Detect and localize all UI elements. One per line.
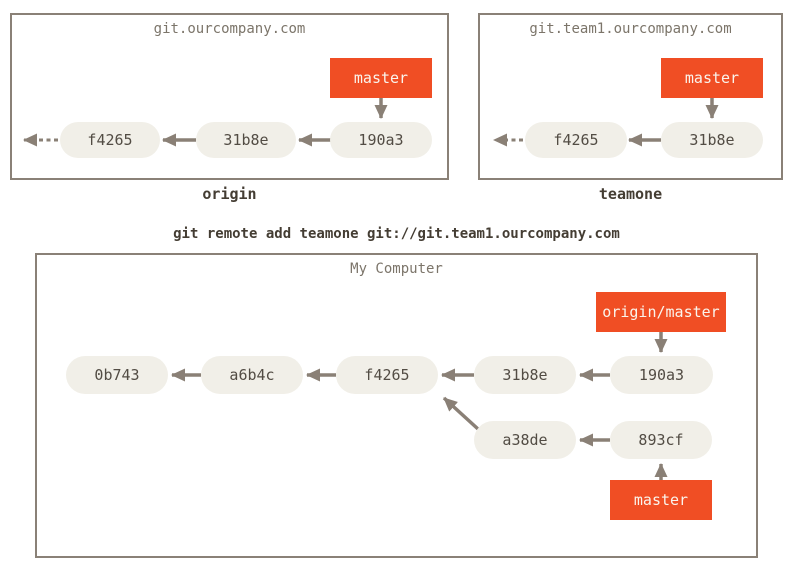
remote-branch-label-origin-master: origin/master	[596, 292, 726, 332]
commit-node: 0b743	[66, 356, 168, 394]
branch-label-master: master	[610, 480, 712, 520]
commit-node: 190a3	[330, 122, 432, 158]
commit-node: 31b8e	[196, 122, 296, 158]
branch-label-master: master	[330, 58, 432, 98]
commit-node: 893cf	[610, 421, 712, 459]
teamone-repo-box	[478, 13, 783, 180]
commit-node: f4265	[60, 122, 160, 158]
origin-repo-box	[10, 13, 449, 180]
teamone-repo-title: git.team1.ourcompany.com	[529, 21, 732, 37]
commit-node: 31b8e	[661, 122, 763, 158]
commit-node: f4265	[336, 356, 438, 394]
teamone-repo-label: teamone	[598, 185, 663, 203]
origin-repo-title: git.ourcompany.com	[153, 21, 306, 37]
commit-node: f4265	[525, 122, 627, 158]
arrow-a38de-to-f4265	[442, 396, 480, 431]
my-computer-title: My Computer	[350, 261, 443, 277]
commit-node: 190a3	[610, 356, 713, 394]
my-computer-box	[35, 253, 758, 558]
branch-label-master: master	[661, 58, 763, 98]
commit-node: 31b8e	[474, 356, 576, 394]
commit-node: a6b4c	[201, 356, 303, 394]
commit-node: a38de	[474, 421, 576, 459]
remote-add-command-caption: git remote add teamone git://git.team1.o…	[173, 226, 620, 242]
origin-repo-label: origin	[202, 185, 257, 203]
